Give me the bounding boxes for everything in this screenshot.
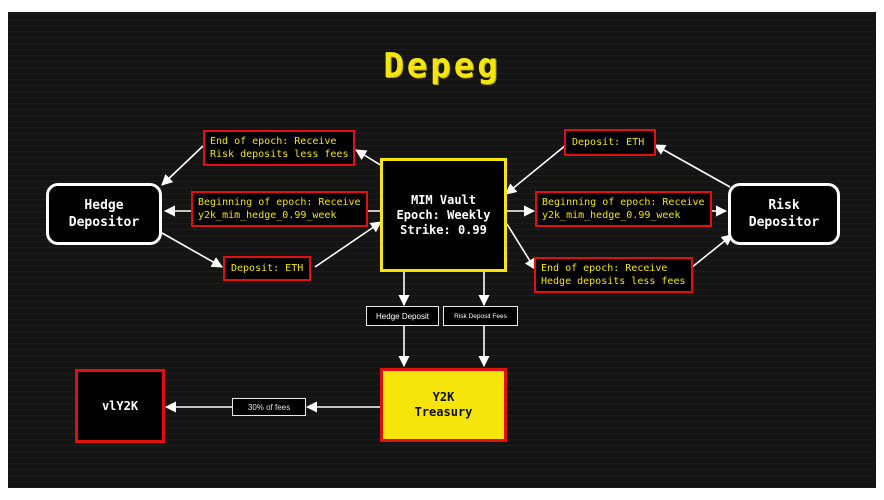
risk-end-epoch-label: End of epoch: Receive Hedge deposits les… <box>534 257 693 293</box>
arrow-risk-to-deposit <box>654 144 731 188</box>
risk-deposit-fees-tag: Risk Deposit Fees <box>443 306 518 326</box>
risk-deposit-fees-tag-text: Risk Deposit Fees <box>454 312 507 320</box>
diagram-title: Depeg <box>383 46 501 86</box>
risk-begin-line1: Beginning of epoch: Receive <box>542 197 705 208</box>
vly2k-label: vlY2K <box>101 399 139 413</box>
treasury-line2: Treasury <box>414 405 473 419</box>
hedge-end-line1: End of epoch: Receive <box>210 136 337 147</box>
hedge-depositor-node: Hedge Depositor <box>46 183 162 245</box>
mim-vault-node: MIM Vault Epoch: Weekly Strike: 0.99 <box>380 158 507 272</box>
risk-end-line1: End of epoch: Receive <box>541 263 668 274</box>
hedge-depositor-line1: Hedge <box>84 198 124 213</box>
vault-line2: Epoch: Weekly <box>396 207 491 222</box>
hedge-begin-line1: Beginning of epoch: Receive <box>198 197 361 208</box>
vault-line3: Strike: 0.99 <box>400 222 487 237</box>
risk-deposit-label: Deposit: ETH <box>564 129 656 156</box>
hedge-begin-line2: y2k_mim_hedge_0.99_week <box>198 210 337 221</box>
treasury-line1: Y2K <box>432 390 455 404</box>
fees-tag: 30% of fees <box>232 398 306 416</box>
y2k-treasury-node: Y2K Treasury <box>380 368 507 442</box>
arrow-deposit-to-vault <box>314 221 382 268</box>
risk-end-line2: Hedge deposits less fees <box>541 276 686 287</box>
hedge-depositor-line2: Depositor <box>68 215 140 230</box>
risk-depositor-line2: Depositor <box>748 215 820 230</box>
hedge-deposit-tag: Hedge Deposit <box>366 306 439 326</box>
risk-deposit-text: Deposit: ETH <box>572 137 645 148</box>
vault-line1: MIM Vault <box>410 192 477 207</box>
arrow-deposit-to-vault-risk <box>505 144 567 195</box>
arrow-end-label-to-risk <box>685 234 733 273</box>
hedge-deposit-text: Deposit: ETH <box>231 263 304 274</box>
fees-tag-text: 30% of fees <box>247 402 291 412</box>
hedge-deposit-tag-text: Hedge Deposit <box>376 311 429 321</box>
hedge-beginning-epoch-label: Beginning of epoch: Receive y2k_mim_hedg… <box>191 191 368 227</box>
hedge-end-line2: Risk deposits less fees <box>210 149 349 160</box>
risk-beginning-epoch-label: Beginning of epoch: Receive y2k_mim_hedg… <box>535 191 712 227</box>
arrow-vault-to-risk-end <box>506 223 536 270</box>
hedge-end-epoch-label: End of epoch: Receive Risk deposits less… <box>203 130 356 166</box>
risk-begin-line2: y2k_mim_hedge_0.99_week <box>542 210 681 221</box>
arrow-end-label-to-hedge <box>161 145 204 186</box>
hedge-deposit-label: Deposit: ETH <box>223 256 312 281</box>
arrow-hedge-to-deposit <box>161 232 223 268</box>
arrow-vault-to-hedge-end <box>355 149 383 167</box>
vly2k-node: vlY2K <box>75 369 165 443</box>
risk-depositor-line1: Risk <box>768 198 800 213</box>
risk-depositor-node: Risk Depositor <box>728 183 840 245</box>
